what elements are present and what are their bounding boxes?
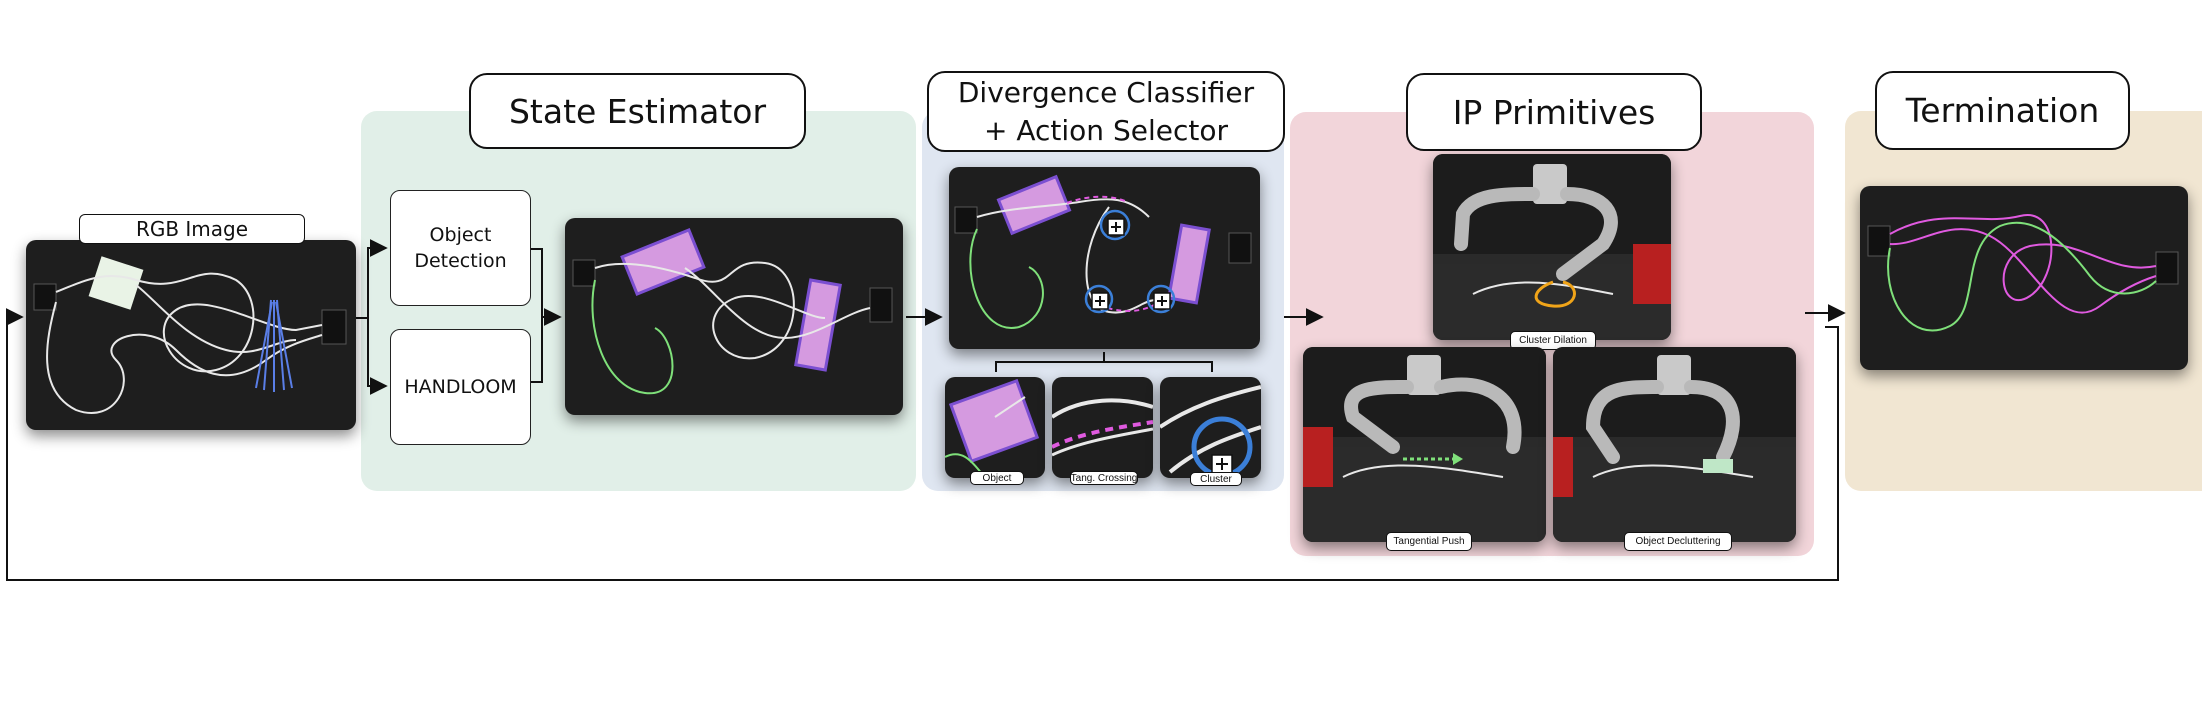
crop-cluster-image [1160,377,1261,478]
crop-object-tag: Object [970,471,1024,485]
state-estimator-label: State Estimator [508,91,767,131]
rgb-image-label: RGB Image [135,217,249,241]
handloom-box: HANDLOOM [390,329,531,445]
divergence-label-line2: + Action Selector [984,113,1228,147]
tangential-push-image [1303,347,1546,542]
object-decluttering-label: Object Decluttering [1635,536,1721,547]
crop-crossing-label: Tang. Crossing [1070,472,1138,484]
handloom-label: HANDLOOM [404,376,517,398]
divergence-image [949,167,1260,349]
termination-label: Termination [1905,91,2100,130]
state-estimator-title: State Estimator [469,73,806,149]
object-decluttering-image [1553,347,1796,542]
object-detection-box: Object Detection [390,190,531,306]
crop-cluster-tag: Cluster [1190,472,1242,486]
tangential-push-label: Tangential Push [1393,536,1465,547]
crop-object-label: Object [982,472,1012,484]
cluster-dilation-image [1433,154,1671,340]
object-detection-label-2: Detection [414,250,507,272]
rgb-input-image [26,240,356,430]
object-detection-label-1: Object [429,224,492,246]
object-decluttering-tag: Object Decluttering [1624,532,1732,551]
state-estimate-image [565,218,903,415]
termination-image [1860,186,2188,370]
divergence-label-line1: Divergence Classifier [957,75,1255,109]
crop-crossing-image [1052,377,1153,478]
ip-primitives-label: IP Primitives [1452,92,1656,132]
tangential-push-tag: Tangential Push [1386,532,1472,551]
rgb-image-tag: RGB Image [79,214,305,244]
cluster-dilation-label: Cluster Dilation [1519,335,1587,346]
crop-cluster-label: Cluster [1200,473,1232,485]
termination-title: Termination [1875,71,2130,150]
crop-object-image [945,377,1045,478]
divergence-title: Divergence Classifier + Action Selector [927,71,1285,152]
crop-crossing-tag: Tang. Crossing [1070,471,1138,485]
ip-primitives-title: IP Primitives [1406,73,1702,151]
